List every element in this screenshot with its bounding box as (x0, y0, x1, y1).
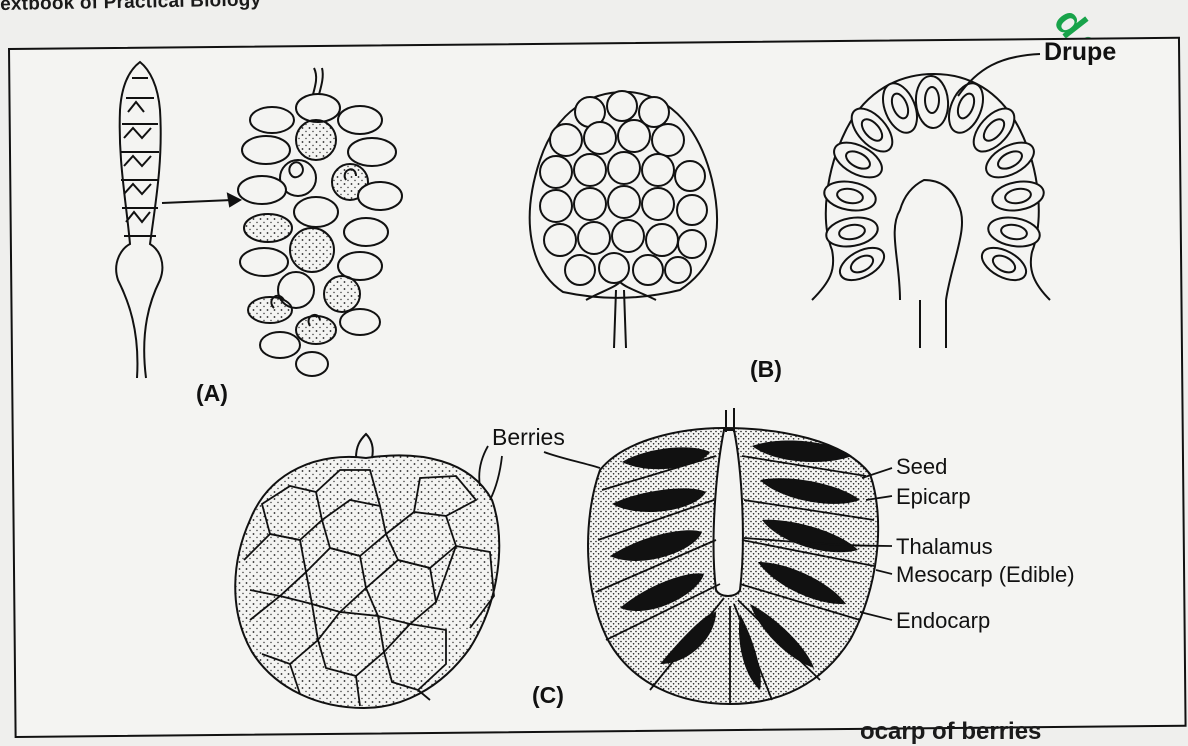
label-thalamus: Thalamus (896, 534, 993, 560)
label-mesocarp: Mesocarp (Edible) (896, 562, 1075, 588)
label-panel-c: (C) (532, 682, 564, 709)
label-panel-a: (A) (196, 380, 228, 407)
arrow-to-mulberry (162, 194, 240, 206)
mulberry-inflorescence (116, 62, 162, 378)
berries-leader-lines (479, 446, 600, 500)
label-berries: Berries (492, 424, 565, 451)
multiple-fruit-external (530, 91, 717, 348)
label-drupe: Drupe (1044, 38, 1116, 67)
label-seed: Seed (896, 454, 947, 480)
custard-apple-section (588, 408, 878, 704)
mulberry-fruit (238, 68, 402, 376)
figure-caption-fragment: ocarp of berries (860, 718, 1041, 746)
label-epicarp: Epicarp (896, 484, 971, 510)
multiple-fruit-section (812, 74, 1050, 348)
label-panel-b: (B) (750, 356, 782, 383)
label-endocarp: Endocarp (896, 608, 990, 634)
custard-apple-external (235, 434, 499, 708)
